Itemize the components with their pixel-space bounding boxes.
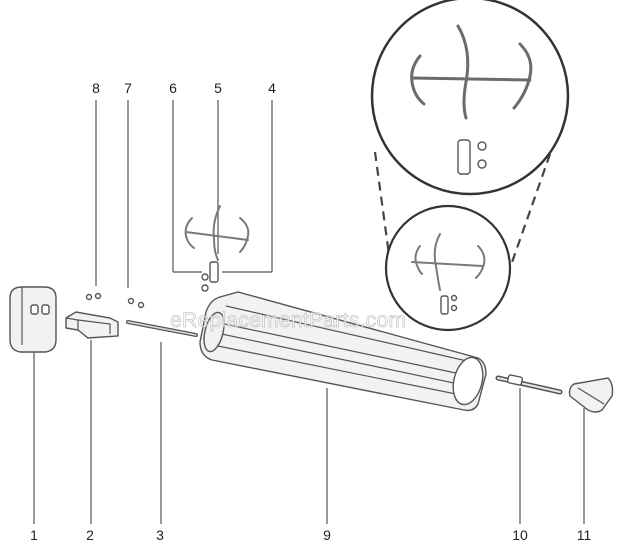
callout-8: 8 (92, 80, 100, 96)
callout-3: 3 (156, 527, 164, 543)
detail-dashed-connectors (373, 139, 557, 269)
callout-4: 4 (268, 80, 276, 96)
leader-lines (33, 100, 585, 524)
part-3-rod (126, 320, 198, 337)
watermark-text: eReplacementParts.com (170, 309, 406, 332)
callout-11: 11 (577, 527, 592, 543)
callout-9: 9 (323, 527, 331, 543)
callout-2: 2 (86, 527, 94, 543)
part-10-shaft (495, 374, 563, 395)
callout-10: 10 (512, 527, 528, 543)
part-8-screws (85, 292, 102, 301)
part-11-handle (568, 377, 614, 413)
detail-circle-large (370, 0, 570, 196)
part-2-bracket (65, 311, 119, 339)
callout-6: 6 (169, 80, 177, 96)
callout-7: 7 (124, 80, 132, 96)
callout-1: 1 (30, 527, 38, 543)
part-4-spit-prongs (184, 205, 250, 261)
callout-5: 5 (214, 80, 222, 96)
detail-circle-small (384, 204, 512, 332)
part-1-motor-housing (9, 286, 57, 353)
part-5-spit-sleeve (209, 261, 219, 283)
part-7-screws (127, 297, 145, 309)
part-6-thumb-screws (201, 273, 209, 292)
part-9-drum (199, 291, 487, 412)
